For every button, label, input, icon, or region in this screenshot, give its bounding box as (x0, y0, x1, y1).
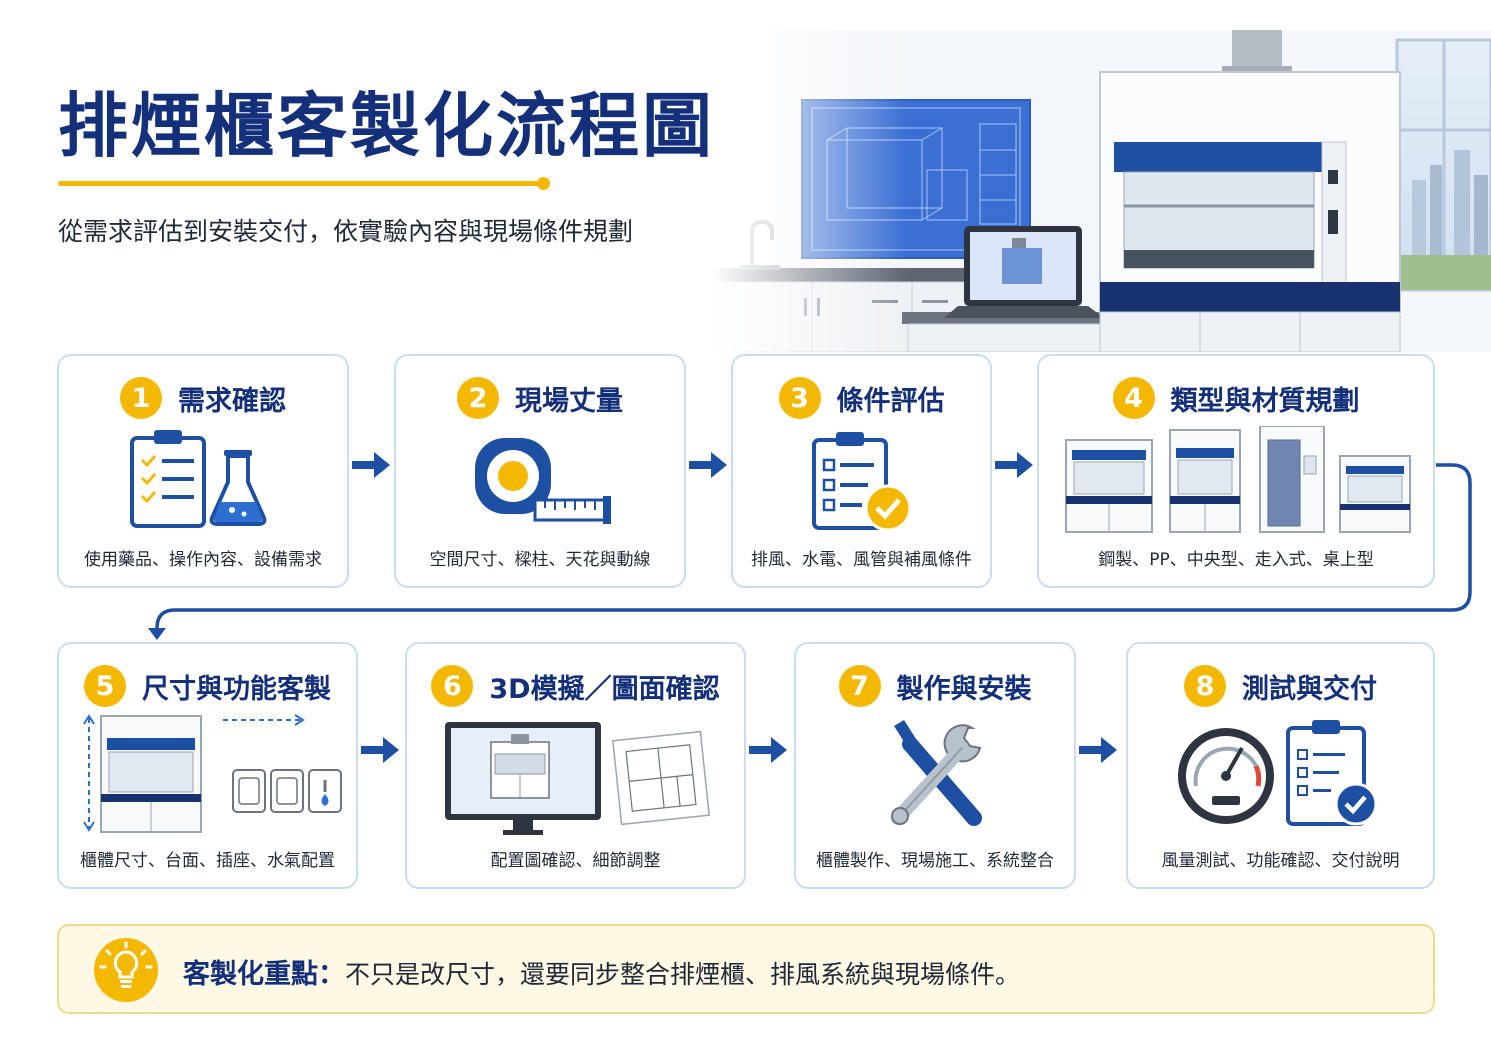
step-card-6: 6 3D模擬／圖面確認 配置圖確認、細節調整 (405, 642, 746, 889)
step-card-4: 4 類型與材質規劃 (1037, 354, 1435, 588)
step-header: 6 3D模擬／圖面確認 (407, 662, 744, 710)
tape-measure-icon (396, 426, 684, 546)
step-card-2: 2 現場丈量 空間尺寸、樑柱、天花與動線 (394, 354, 686, 588)
arrow-right-icon (689, 452, 727, 478)
step-description: 鋼製、PP、中央型、走入式、桌上型 (1098, 550, 1374, 570)
step-header: 8 測試與交付 (1128, 662, 1433, 710)
key-point-banner: 客製化重點：不只是改尺寸，還要同步整合排煙櫃、排風系統與現場條件。 (57, 924, 1435, 1014)
lab-illustration (712, 0, 1491, 352)
step-title: 條件評估 (836, 385, 945, 417)
key-point-label: 客製化重點： (183, 959, 345, 990)
step-number-badge: 2 (457, 377, 499, 419)
clipboard-check-icon (733, 426, 990, 546)
step-number-badge: 3 (778, 377, 821, 419)
monitor-3d-icon (407, 708, 744, 848)
lightbulb-icon (94, 938, 158, 1002)
step-description: 風量測試、功能確認、交付說明 (1161, 851, 1400, 871)
arrow-right-icon (749, 737, 787, 763)
step-number-badge: 1 (120, 377, 162, 419)
step-card-5: 5 尺寸與功能客製 櫃體尺寸、台面、插座、水氣配置 (57, 642, 358, 889)
step-title: 製作與安裝 (896, 673, 1032, 705)
step-number-badge: 8 (1184, 665, 1226, 707)
step-header: 2 現場丈量 (396, 374, 684, 422)
clipboard-flask-icon (59, 426, 347, 546)
step-number-badge: 4 (1112, 377, 1155, 419)
step-description: 排風、水電、風管與補風條件 (751, 550, 972, 570)
gauge-checklist-icon (1128, 708, 1433, 848)
step-header: 1 需求確認 (59, 374, 347, 422)
step-header: 7 製作與安裝 (796, 662, 1074, 710)
step-title: 需求確認 (178, 385, 286, 417)
hood-dimension-icon (59, 708, 356, 848)
step-description: 配置圖確認、細節調整 (490, 851, 661, 871)
step-description: 使用藥品、操作內容、設備需求 (84, 550, 322, 570)
title-underline (58, 181, 540, 186)
arrow-right-icon (361, 737, 399, 763)
step-header: 5 尺寸與功能客製 (59, 662, 356, 710)
step-header: 3 條件評估 (733, 374, 990, 422)
step-number-badge: 6 (431, 665, 474, 707)
step-title: 3D模擬／圖面確認 (489, 673, 720, 705)
key-point-text: 客製化重點：不只是改尺寸，還要同步整合排煙櫃、排風系統與現場條件。 (183, 952, 1020, 991)
arrow-right-icon (1079, 737, 1117, 763)
step-card-7: 7 製作與安裝 櫃體製作、現場施工、系統整合 (794, 642, 1076, 889)
tools-icon (796, 708, 1074, 848)
page-subtitle: 從需求評估到安裝交付，依實驗內容與現場條件規劃 (58, 217, 634, 246)
title-underline-dot (537, 177, 550, 190)
step-title: 尺寸與功能客製 (142, 673, 331, 705)
step-description: 櫃體尺寸、台面、插座、水氣配置 (80, 851, 335, 871)
step-title: 現場丈量 (515, 385, 623, 417)
step-description: 櫃體製作、現場施工、系統整合 (816, 851, 1054, 871)
step-description: 空間尺寸、樑柱、天花與動線 (429, 550, 651, 570)
step-number-badge: 5 (84, 665, 126, 707)
step-title: 類型與材質規劃 (1170, 385, 1360, 417)
arrow-right-icon (352, 452, 390, 478)
step-card-1: 1 需求確認 使用藥品、操作內容、設備需求 (57, 354, 349, 588)
fume-hood-types-icon (1039, 426, 1433, 546)
step-card-3: 3 條件評估 排風、水電、風管與補風條件 (731, 354, 992, 588)
step-title: 測試與交付 (1242, 673, 1377, 705)
step-card-8: 8 測試與交付 風量測試、功能確認、交付說明 (1126, 642, 1435, 889)
step-header: 4 類型與材質規劃 (1039, 374, 1433, 422)
key-point-body: 不只是改尺寸，還要同步整合排煙櫃、排風系統與現場條件。 (345, 960, 1021, 989)
arrow-right-icon (995, 452, 1033, 478)
step-number-badge: 7 (838, 665, 881, 707)
page-title: 排煙櫃客製化流程圖 (58, 85, 715, 167)
